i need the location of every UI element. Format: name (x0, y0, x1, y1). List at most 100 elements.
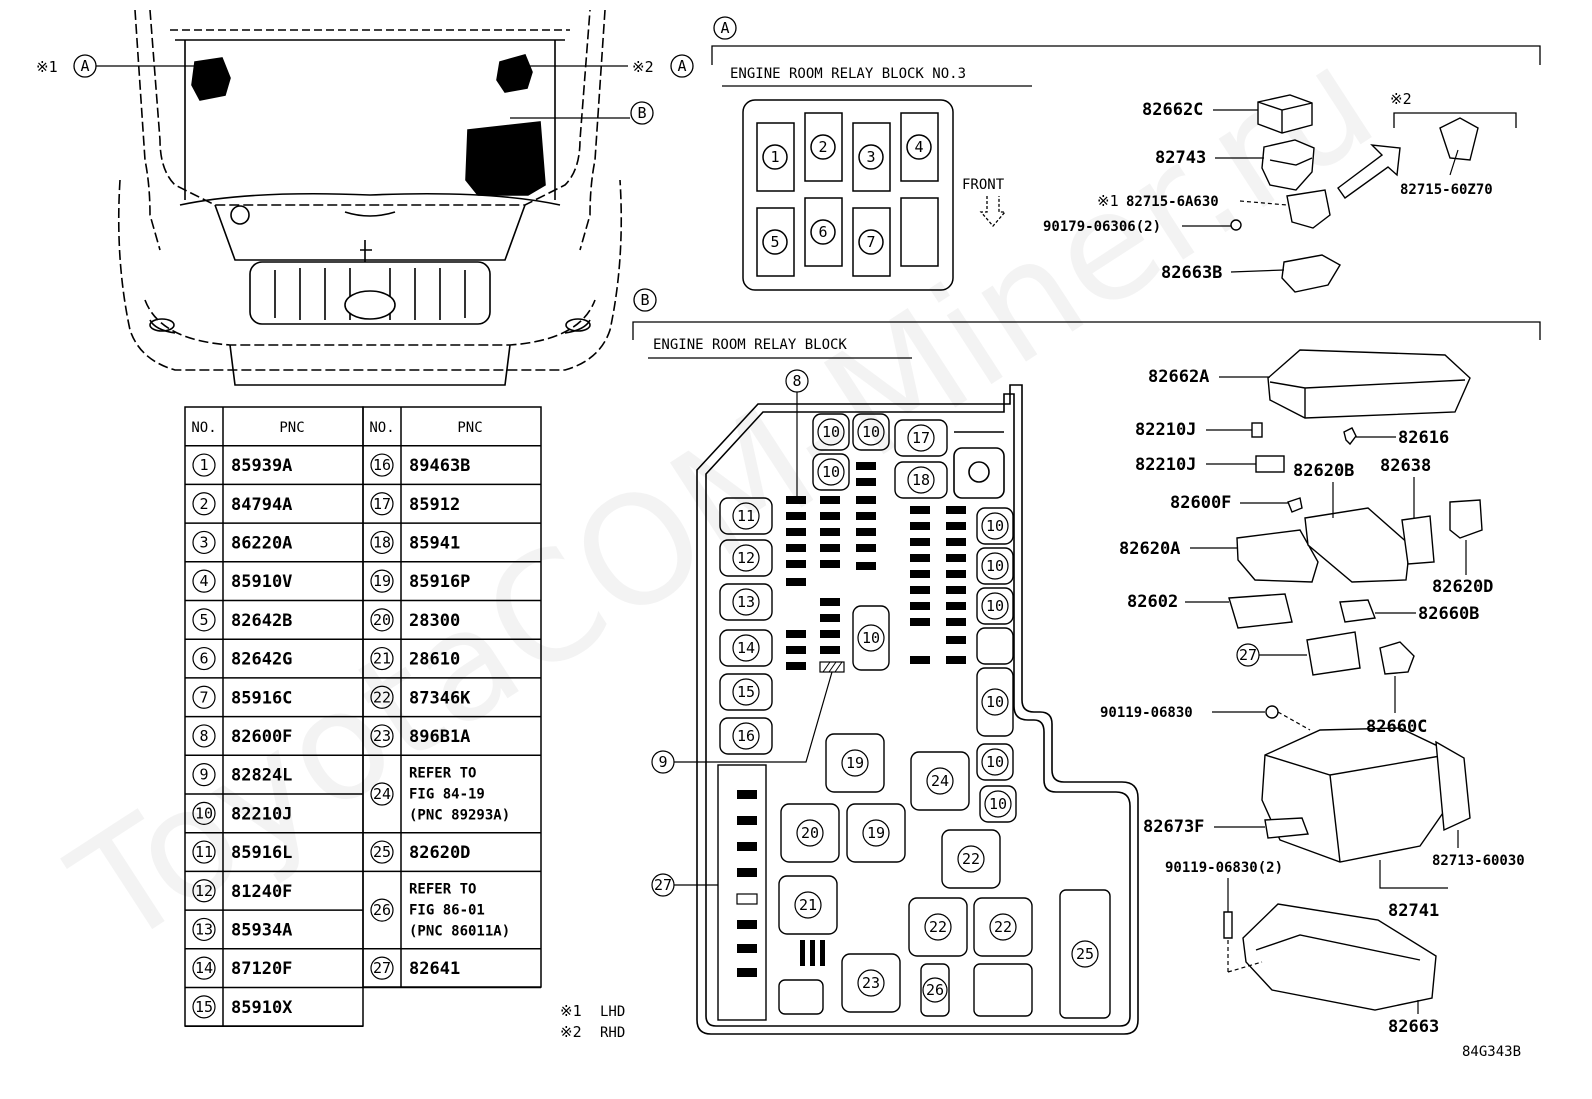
relay-block-number-labels: 10 10 10 17 18 11 12 13 14 15 16 10 10 1… (737, 423, 1094, 999)
row-number: 22 (373, 688, 391, 706)
front-label: FRONT (962, 177, 1005, 193)
slot-3 (852, 122, 891, 192)
part-labels-a: 82662C 82743 ※1 82715-6A630 90179-06306(… (1043, 100, 1493, 283)
svg-text:※2: ※2 (1390, 90, 1412, 108)
row-number: 3 (199, 533, 208, 551)
row-number-circle (370, 608, 394, 632)
svg-text:11: 11 (737, 507, 755, 525)
row-number: 17 (373, 495, 391, 513)
row-number: 7 (199, 688, 208, 706)
svg-text:82662C: 82662C (1142, 100, 1203, 120)
row-number: 18 (373, 533, 391, 551)
row-number-circle (370, 782, 394, 806)
note-1-text: LHD (600, 1004, 625, 1020)
svg-text:21: 21 (799, 896, 817, 914)
svg-text:82662A: 82662A (1148, 367, 1209, 387)
svg-text:82660B: 82660B (1418, 604, 1479, 624)
table-row-pnc: 85916L (231, 843, 292, 863)
svg-text:17: 17 (912, 429, 930, 447)
insert-arrow-icon (1337, 144, 1401, 199)
svg-text:82741: 82741 (1388, 901, 1439, 921)
svg-text:82743: 82743 (1155, 148, 1206, 168)
svg-text:82210J: 82210J (1135, 420, 1196, 440)
svg-text:25: 25 (1076, 945, 1094, 963)
row-number: 13 (195, 920, 213, 938)
table-row-pnc: 28300 (409, 611, 460, 631)
table-row-refer: REFER TO (409, 881, 476, 897)
row-number-circle (192, 646, 216, 671)
svg-text:2: 2 (818, 138, 827, 156)
svg-text:10: 10 (862, 629, 880, 647)
row-number-circle (192, 879, 216, 903)
row-number: 24 (373, 785, 391, 803)
svg-text:16: 16 (737, 727, 755, 745)
row-number: 6 (199, 650, 208, 668)
svg-text:82638: 82638 (1380, 456, 1431, 476)
table-row-pnc: 82642G (231, 650, 292, 670)
svg-text:A: A (677, 57, 686, 75)
svg-text:19: 19 (867, 824, 885, 842)
row-number-circle (370, 840, 394, 864)
relay-block-no3 (742, 99, 954, 291)
row-number-circle (370, 530, 394, 555)
table-row-pnc: 82824L (231, 766, 292, 786)
table-row-pnc: 81240F (231, 882, 292, 902)
row-number: 14 (195, 959, 213, 977)
front-arrow-icon (979, 196, 1007, 227)
table-row-pnc: 82641 (409, 959, 460, 979)
row-number: 12 (195, 882, 213, 900)
slot-6 (804, 197, 843, 267)
table-row-pnc: 896B1A (409, 727, 470, 747)
row-number-circle (370, 453, 394, 477)
svg-text:10: 10 (862, 423, 880, 441)
svg-text:18: 18 (912, 471, 930, 489)
svg-text:82616: 82616 (1398, 428, 1449, 448)
table-row-pnc: 85910V (231, 572, 292, 592)
table-row-pnc: 82600F (231, 727, 292, 747)
row-number-circle (192, 685, 216, 709)
mini-fuse-array (737, 462, 966, 977)
svg-text:24: 24 (931, 772, 949, 790)
svg-text:3: 3 (866, 148, 875, 166)
note-1-mark: ※1 (560, 1002, 582, 1020)
exploded-parts-a (1230, 94, 1479, 293)
table-row-pnc: 85934A (231, 920, 292, 940)
row-number-circle (192, 530, 216, 555)
table-row-refer: FIG 86-01 (409, 902, 485, 918)
svg-text:A: A (80, 57, 89, 75)
svg-text:22: 22 (929, 918, 947, 936)
table-row-pnc: 85941 (409, 533, 460, 553)
table-row-pnc: 28610 (409, 650, 460, 670)
slot-7 (852, 207, 891, 277)
svg-text:82602: 82602 (1127, 592, 1178, 612)
row-number-circle (192, 917, 216, 942)
table-row-refer: FIG 84-19 (409, 786, 485, 802)
svg-text:82715-6A630: 82715-6A630 (1126, 194, 1219, 210)
svg-text:22: 22 (994, 918, 1012, 936)
svg-text:7: 7 (866, 233, 875, 251)
row-number: 16 (373, 456, 391, 474)
relay-block-components (717, 413, 1111, 1021)
row-number: 10 (195, 804, 213, 822)
row-number: 26 (373, 901, 391, 919)
vehicle-front-view (117, 9, 623, 386)
svg-text:10: 10 (822, 423, 840, 441)
table-row-pnc: 82620D (409, 843, 470, 863)
part-labels-b: 82662A 82210J 82616 82210J 82620B 82638 … (1100, 367, 1525, 1037)
svg-text:82663B: 82663B (1161, 263, 1222, 283)
svg-text:20: 20 (801, 824, 819, 842)
relay-block-number-circles (732, 418, 1099, 1003)
row-number-circle (192, 608, 216, 632)
table-row-lines (185, 444, 541, 1027)
row-number: 23 (373, 727, 391, 745)
slot-5 (756, 207, 795, 277)
callout-a-lhd: ※1 A (36, 54, 195, 78)
exploded-parts-b (1223, 349, 1483, 1011)
svg-text:9: 9 (658, 753, 667, 771)
row-number: 4 (199, 572, 208, 590)
svg-text:10: 10 (986, 753, 1004, 771)
svg-text:10: 10 (822, 463, 840, 481)
table-row-refer: (PNC 86011A) (409, 923, 510, 939)
